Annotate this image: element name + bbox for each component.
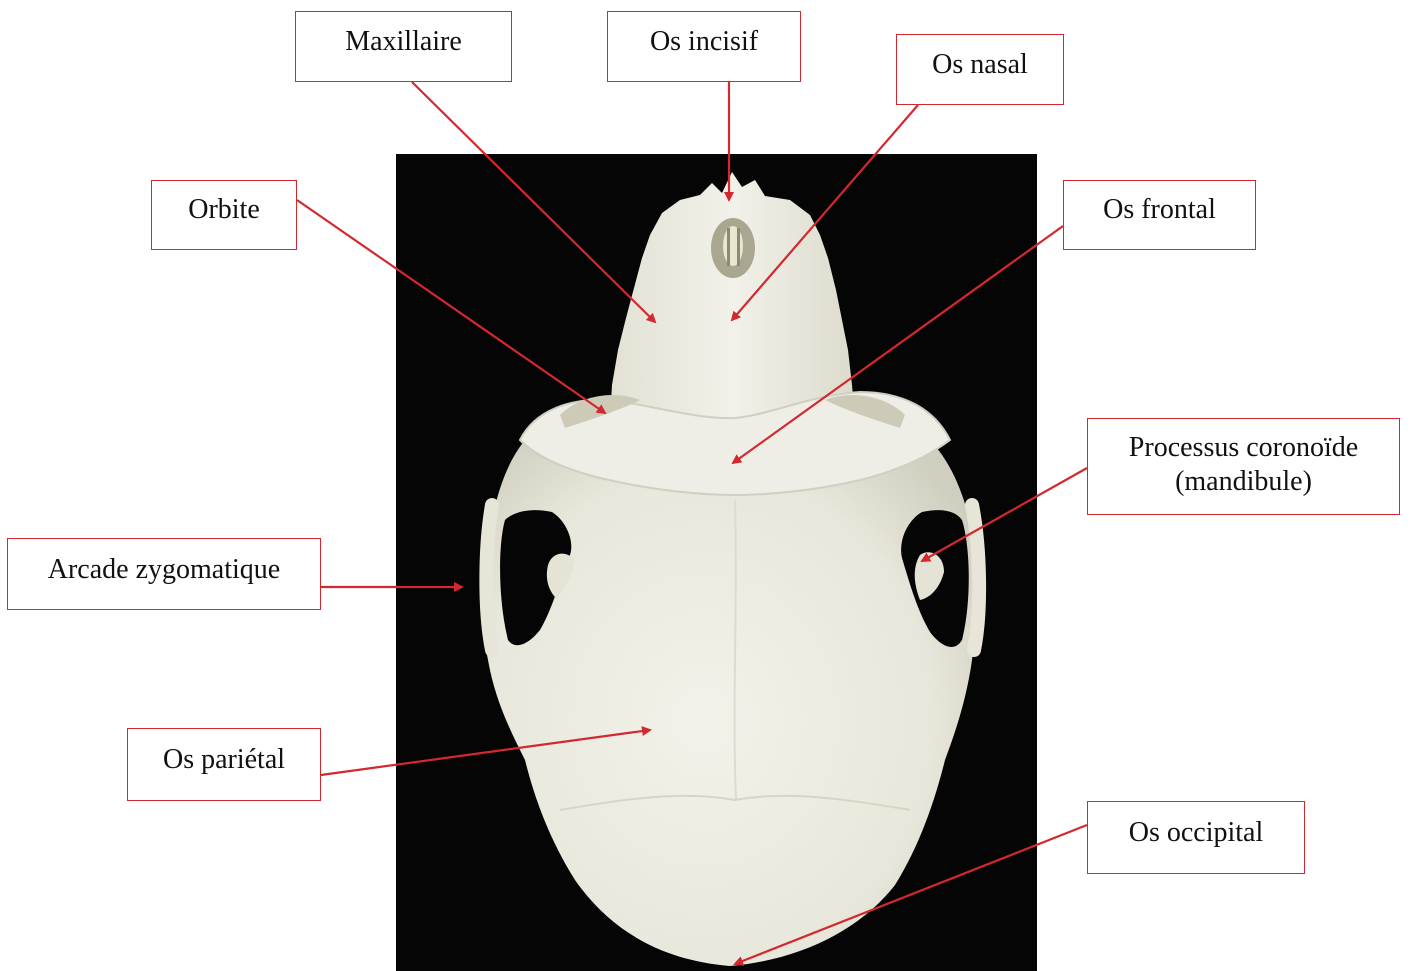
- label-os-parietal-text: Os pariétal: [128, 743, 320, 777]
- label-os-occipital-text: Os occipital: [1088, 816, 1304, 850]
- label-os-frontal: Os frontal: [1063, 180, 1256, 250]
- label-arcade-zygomatique: Arcade zygomatique: [7, 538, 321, 610]
- label-processus-coronoide: Processus coronoïde (mandibule): [1087, 418, 1400, 515]
- label-os-nasal: Os nasal: [896, 34, 1064, 105]
- zygomatic-arch-left: [486, 505, 492, 650]
- label-orbite: Orbite: [151, 180, 297, 250]
- label-orbite-text: Orbite: [152, 193, 296, 227]
- label-arcade-zygomatique-text: Arcade zygomatique: [8, 553, 320, 587]
- label-processus-coronoide-line2: (mandibule): [1088, 465, 1399, 499]
- label-os-nasal-text: Os nasal: [897, 48, 1063, 82]
- label-maxillaire: Maxillaire: [295, 11, 512, 82]
- label-processus-coronoide-line1: Processus coronoïde: [1088, 431, 1399, 465]
- label-os-incisif: Os incisif: [607, 11, 801, 82]
- label-os-frontal-text: Os frontal: [1064, 193, 1255, 227]
- sagittal-suture: [735, 500, 736, 800]
- skull-photo: [396, 154, 1037, 971]
- label-maxillaire-text: Maxillaire: [296, 25, 511, 59]
- label-os-parietal: Os pariétal: [127, 728, 321, 801]
- label-os-incisif-text: Os incisif: [608, 25, 800, 59]
- zygomatic-arch-right: [972, 505, 979, 650]
- label-os-occipital: Os occipital: [1087, 801, 1305, 874]
